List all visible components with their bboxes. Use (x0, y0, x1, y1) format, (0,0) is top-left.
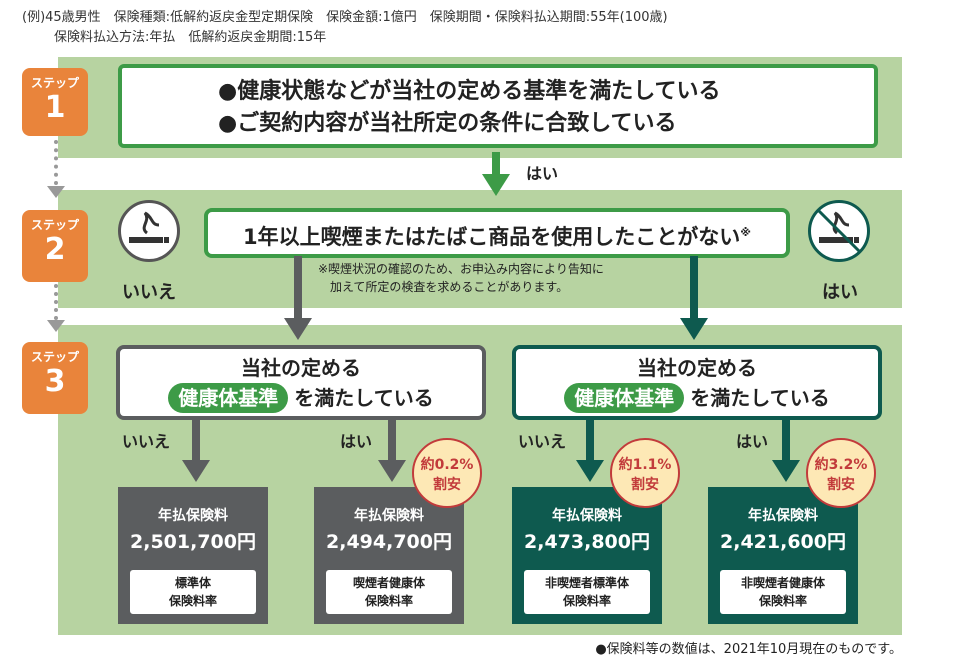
discount-badge: 約1.1%割安 (610, 438, 680, 508)
health-standard-question-smoker: 当社の定める健康体基準を満たしている (116, 345, 486, 420)
step-connector (54, 284, 58, 320)
arrow-line (782, 420, 790, 462)
discount-badge: 約3.2%割安 (806, 438, 876, 508)
no-label: いいえ (518, 432, 567, 451)
yes-label: はい (340, 432, 373, 451)
arrow-line (294, 256, 302, 320)
arrow-line (690, 256, 698, 320)
arrow-icon (47, 320, 65, 332)
arrow-icon (47, 186, 65, 198)
step1-conditions: ●健康状態などが当社の定める基準を満たしている ●ご契約内容が当社所定の条件に合… (118, 64, 878, 148)
no-label: いいえ (122, 282, 176, 303)
yes-label: はい (526, 164, 559, 183)
health-standard-question-nonsmoker: 当社の定める健康体基準を満たしている (512, 345, 882, 420)
arrow-down-icon (182, 460, 210, 482)
condition-contract: ●ご契約内容が当社所定の条件に合致している (218, 111, 677, 136)
smoking-icon (118, 200, 180, 262)
smoking-note: ※喫煙状況の確認のため、お申込み内容により告知に加えて所定の検査を求めることがあ… (318, 262, 604, 294)
step-connector (54, 140, 58, 185)
smoking-question: 1年以上喫煙またはたばこ商品を使用したことがない※ (204, 208, 790, 258)
condition-health: ●健康状態などが当社の定める基準を満たしている (218, 79, 721, 104)
example-conditions-2: 保険料払込方法:年払 低解約返戻金期間:15年 (54, 30, 327, 45)
arrow-line (586, 420, 594, 462)
arrow-down-icon (482, 174, 510, 196)
yes-label: はい (822, 282, 858, 303)
no-smoking-icon (808, 200, 870, 262)
yes-label: はい (736, 432, 769, 451)
arrow-line (192, 420, 200, 462)
arrow-down-icon (576, 460, 604, 482)
arrow-line (492, 152, 500, 174)
arrow-down-icon (680, 318, 708, 340)
example-conditions: (例)45歳男性 保険種類:低解約返戻金型定期保険 保険金額:1億円 保険期間・… (22, 10, 668, 25)
arrow-down-icon (378, 460, 406, 482)
arrow-down-icon (772, 460, 800, 482)
footnote: ●保険料等の数値は、2021年10月現在のものです。 (595, 642, 902, 657)
discount-badge: 約0.2%割安 (412, 438, 482, 508)
arrow-line (388, 420, 396, 462)
no-label: いいえ (122, 432, 171, 451)
arrow-down-icon (284, 318, 312, 340)
